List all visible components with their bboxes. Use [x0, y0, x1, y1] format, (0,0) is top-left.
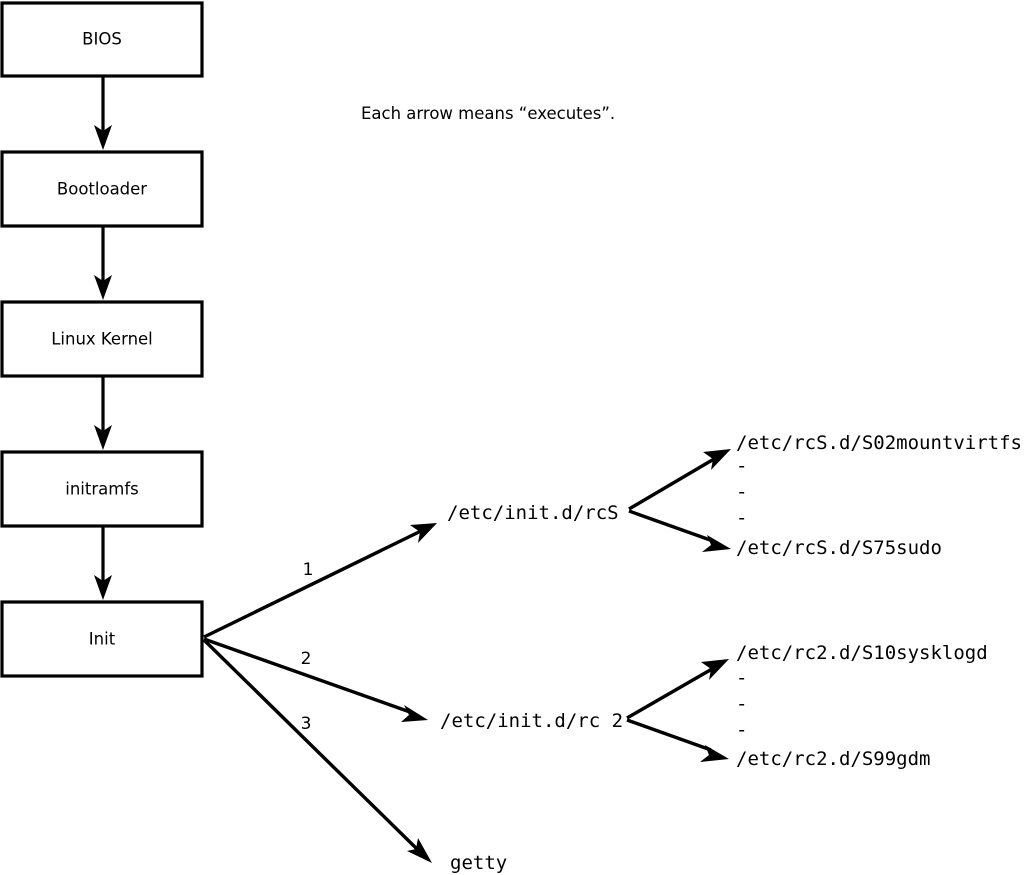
ellipsis-dash-rc2-3: -	[736, 719, 747, 741]
edge-number-2: 2	[301, 649, 312, 669]
node-box-init	[0, 600, 204, 678]
arrow-head-icon	[701, 659, 729, 680]
node-bios: BIOS	[0, 1, 204, 78]
leaf-label-rcs-first: /etc/rcS.d/S02mountvirtfs	[736, 432, 1022, 454]
ellipsis-dash-rcs-1: -	[736, 455, 747, 477]
diagram-caption: Each arrow means “executes”.	[361, 104, 615, 123]
node-label-bootloader: Bootloader	[57, 180, 147, 199]
node-label-init: Init	[89, 630, 116, 649]
arrow-head-icon	[94, 425, 112, 450]
arrow-rc2-to-first-script	[626, 659, 729, 720]
ellipsis-dash-rc2-2: -	[736, 693, 747, 715]
arrow-bios-to-bootloader	[94, 76, 112, 150]
arrow-head-icon	[703, 449, 731, 470]
node-label-initramfs: initramfs	[65, 480, 138, 499]
ellipsis-dash-rcs-3: -	[736, 507, 747, 529]
arrow-init-to-getty: 3	[202, 638, 432, 863]
node-label-linux-kernel: Linux Kernel	[51, 330, 153, 349]
ellipsis-dash-rcs-2: -	[736, 481, 747, 503]
arrow-head-icon	[401, 705, 428, 722]
arrow-head-icon	[94, 575, 112, 600]
arrow-init-to-rcs: 1	[203, 523, 437, 639]
arrow-rcs-to-last-script	[628, 509, 731, 552]
arrow-head-icon	[407, 838, 432, 863]
leaf-label-rc2: /etc/init.d/rc 2	[440, 710, 623, 732]
node-box-initramfs	[0, 450, 204, 528]
arrow-rcs-to-first-script	[628, 449, 731, 511]
arrow-head-icon	[94, 275, 112, 300]
leaf-label-rcs-last: /etc/rcS.d/S75sudo	[736, 537, 942, 559]
arrow-initramfs-to-init	[94, 526, 112, 600]
edge-number-3: 3	[301, 714, 312, 734]
ellipsis-dash-rc2-1: -	[736, 667, 747, 689]
leaf-label-rc2-first: /etc/rc2.d/S10sysklogd	[736, 642, 988, 664]
arrow-head-icon	[700, 745, 729, 762]
leaf-label-rcs: /etc/init.d/rcS	[447, 502, 619, 524]
node-label-bios: BIOS	[82, 30, 122, 49]
leaf-label-getty: getty	[450, 852, 507, 874]
arrow-bootloader-to-kernel	[94, 226, 112, 300]
node-box-bios	[0, 1, 204, 78]
node-bootloader: Bootloader	[0, 150, 204, 228]
edge-number-1: 1	[303, 560, 314, 580]
node-init: Init	[0, 600, 204, 678]
arrow-init-to-rc2: 2	[203, 637, 428, 722]
arrow-kernel-to-initramfs	[94, 376, 112, 450]
leaf-label-rc2-last: /etc/rc2.d/S99gdm	[736, 748, 930, 770]
node-box-bootloader	[0, 150, 204, 228]
arrow-head-icon	[410, 523, 437, 543]
arrow-head-icon	[702, 535, 731, 552]
arrow-head-icon	[94, 125, 112, 150]
node-initramfs: initramfs	[0, 450, 204, 528]
arrow-rc2-to-last-script	[626, 718, 729, 762]
node-linux-kernel: Linux Kernel	[0, 300, 204, 378]
